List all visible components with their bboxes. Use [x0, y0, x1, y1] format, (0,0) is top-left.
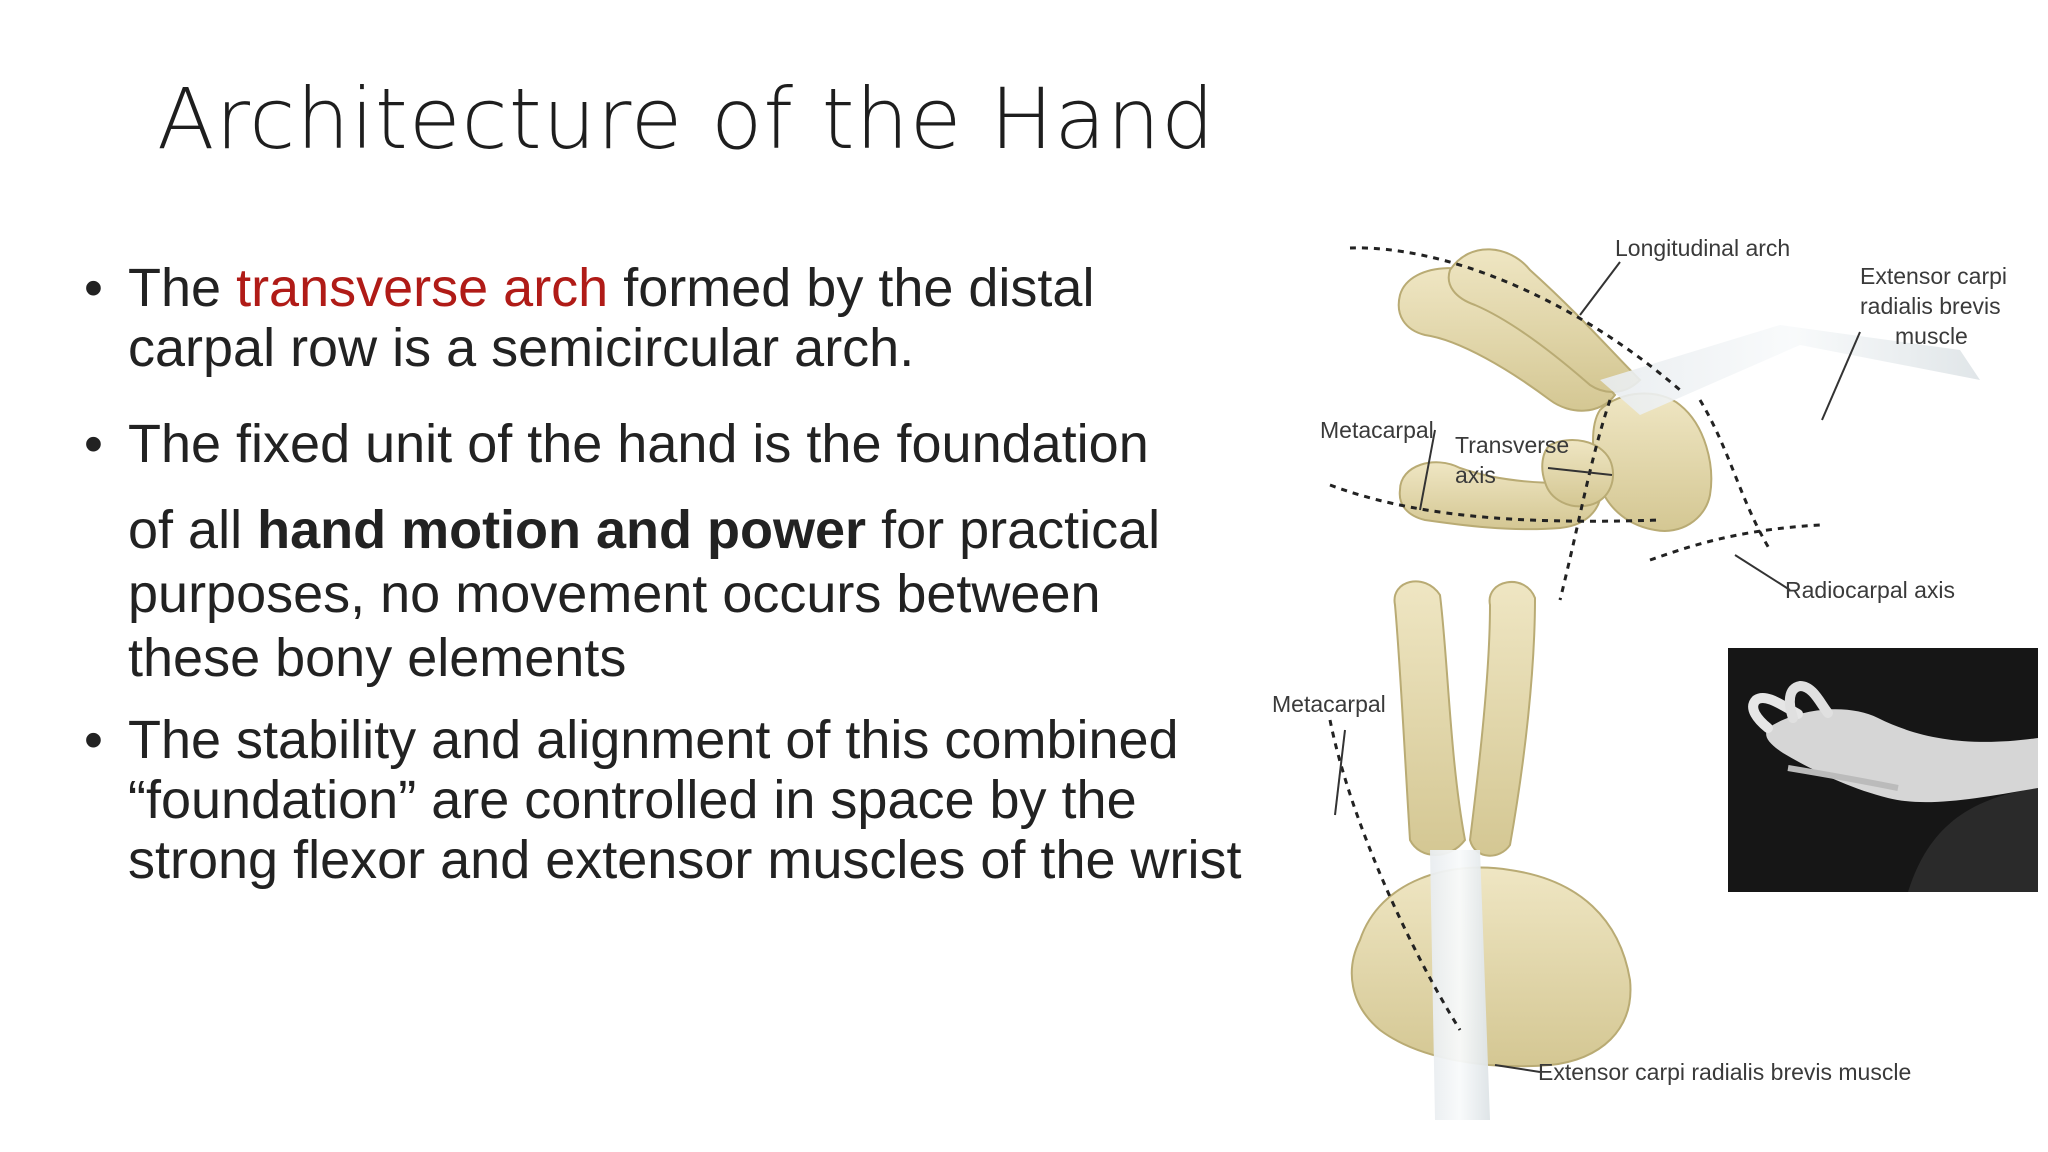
- hand-photo-svg: [1728, 648, 2038, 892]
- highlight-transverse-arch: transverse arch: [236, 258, 609, 318]
- bullet-text-line1: The fixed unit of the hand is the founda…: [128, 414, 1149, 474]
- label-transverse-axis-line2: axis: [1455, 462, 1496, 488]
- label-extensor-bottom: Extensor carpi radialis brevis muscle: [1538, 1059, 1911, 1085]
- label-extensor-top-line3: muscle: [1895, 323, 1968, 349]
- label-radiocarpal-axis: Radiocarpal axis: [1785, 577, 1955, 603]
- hand-bones-illustration: Longitudinal arch Extensor carpi radiali…: [1260, 220, 2048, 1152]
- leader-lines: [1334, 261, 1861, 1073]
- label-longitudinal-arch: Longitudinal arch: [1615, 235, 1790, 261]
- label-extensor-top-line2: radialis brevis: [1860, 293, 2001, 319]
- bold-hand-motion-power: hand motion and power: [257, 500, 867, 560]
- label-metacarpal-top: Metacarpal: [1320, 417, 1434, 443]
- hand-photo: [1728, 648, 2038, 892]
- bullet-text-start: of all: [128, 500, 258, 560]
- bullet-text-line2: of all hand motion and power for practic…: [128, 498, 1244, 690]
- bullet-item-fixed-unit: • The fixed unit of the hand is the foun…: [84, 414, 1244, 690]
- label-transverse-axis-line1: Transverse: [1455, 432, 1569, 458]
- hand-bones-svg: Longitudinal arch Extensor carpi radiali…: [1272, 235, 2007, 1120]
- bullet-item-transverse-arch: • The transverse arch formed by the dist…: [84, 258, 1244, 378]
- bullet-list: • The transverse arch formed by the dist…: [84, 258, 1244, 890]
- bullet-text-end: for practical purposes, no movement occu…: [128, 500, 1161, 688]
- bullet-text: The stability and alignment of this comb…: [128, 710, 1242, 890]
- bullet-item-stability: • The stability and alignment of this co…: [84, 710, 1244, 890]
- bullet-dot: •: [84, 710, 103, 770]
- bullet-text-end: formed by the distal carpal row is a sem…: [128, 258, 1095, 378]
- slide-title: Architecture of the Hand: [157, 70, 1216, 168]
- bullet-dot: •: [84, 414, 103, 474]
- dorsal-view-bones: [1328, 580, 1632, 1120]
- bullet-text-start: The: [128, 258, 237, 318]
- lateral-view-bones: [1329, 246, 1980, 601]
- label-metacarpal-bottom: Metacarpal: [1272, 691, 1386, 717]
- bullet-dot: •: [84, 258, 103, 318]
- label-extensor-top-line1: Extensor carpi: [1860, 263, 2007, 289]
